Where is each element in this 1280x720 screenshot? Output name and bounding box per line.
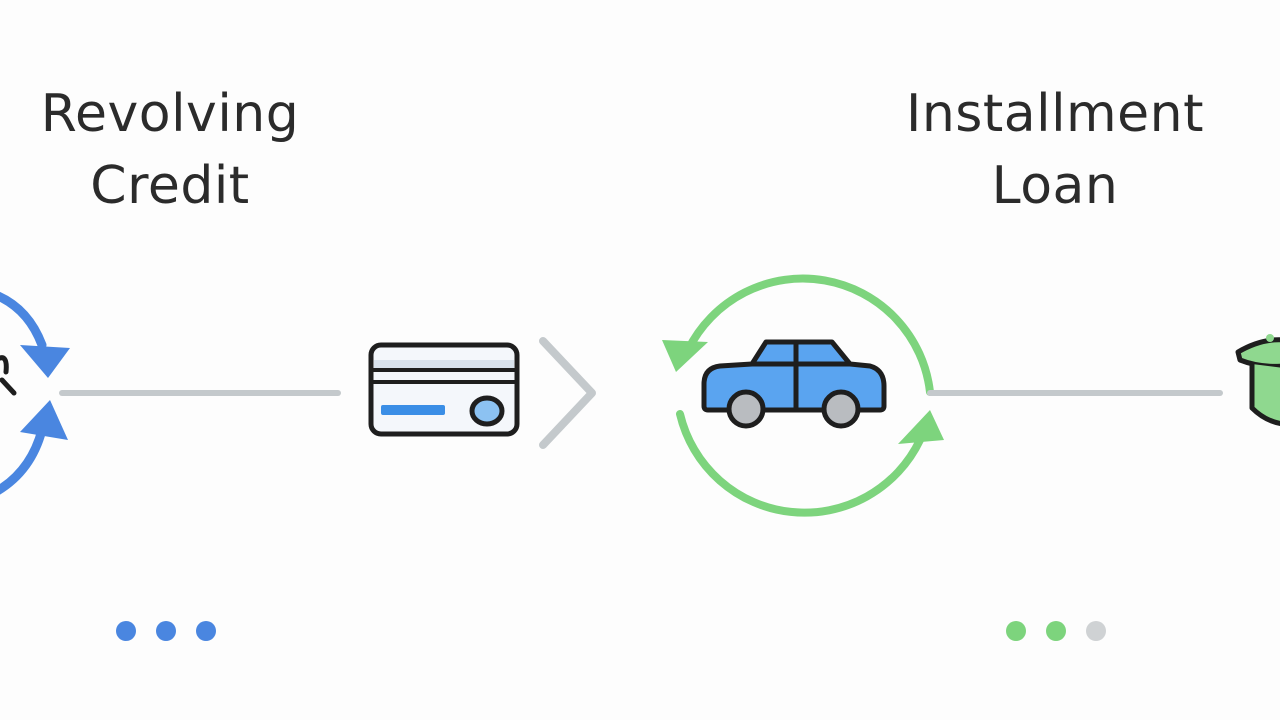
cycle-arc-top xyxy=(0,291,47,350)
magnifier-fragment xyxy=(0,355,17,396)
revolving-title-line-2: Credit xyxy=(90,156,250,216)
graduation-cap-icon xyxy=(1235,334,1280,426)
installment-loan-title: Installment Loan xyxy=(880,78,1230,222)
revolving-credit-title: Revolving Credit xyxy=(20,78,320,222)
green-arrowhead-top xyxy=(662,340,708,372)
card-chip xyxy=(469,395,505,427)
green-arc-bottom xyxy=(676,410,924,517)
left-pagination-dot-1[interactable] xyxy=(116,621,136,641)
revolving-title-line-1: Revolving xyxy=(40,84,300,144)
pagination-dots-right xyxy=(1006,621,1106,641)
car-icon xyxy=(701,339,887,429)
card-stripe-top xyxy=(374,360,514,368)
chevron-right-icon xyxy=(539,337,596,449)
car-wheel-front xyxy=(726,389,766,429)
right-pagination-dot-3[interactable] xyxy=(1086,621,1106,641)
cap-top xyxy=(1235,337,1280,369)
right-pagination-dot-2[interactable] xyxy=(1046,621,1066,641)
cycle-arrowhead-bottom xyxy=(20,400,68,440)
cap-tassel xyxy=(1266,334,1274,342)
cap-base xyxy=(1249,364,1280,426)
cycle-arrows-icon xyxy=(0,291,70,495)
cycle-arc-bottom xyxy=(0,425,47,495)
card-number-bar xyxy=(381,405,445,415)
cycle-arrowhead-top xyxy=(20,345,70,378)
car-wheel-rear xyxy=(821,389,861,429)
left-pagination-dot-3[interactable] xyxy=(196,621,216,641)
credit-card-icon xyxy=(368,342,520,437)
installment-title-line-2: Loan xyxy=(991,156,1119,216)
car-cycle-icon xyxy=(662,274,944,517)
right-pagination-dot-1[interactable] xyxy=(1006,621,1026,641)
green-arc-top xyxy=(684,274,934,396)
left-pagination-dot-2[interactable] xyxy=(156,621,176,641)
pagination-dots-left xyxy=(116,621,216,641)
installment-title-line-1: Installment xyxy=(905,84,1205,144)
green-arrowhead-bottom xyxy=(898,410,944,444)
